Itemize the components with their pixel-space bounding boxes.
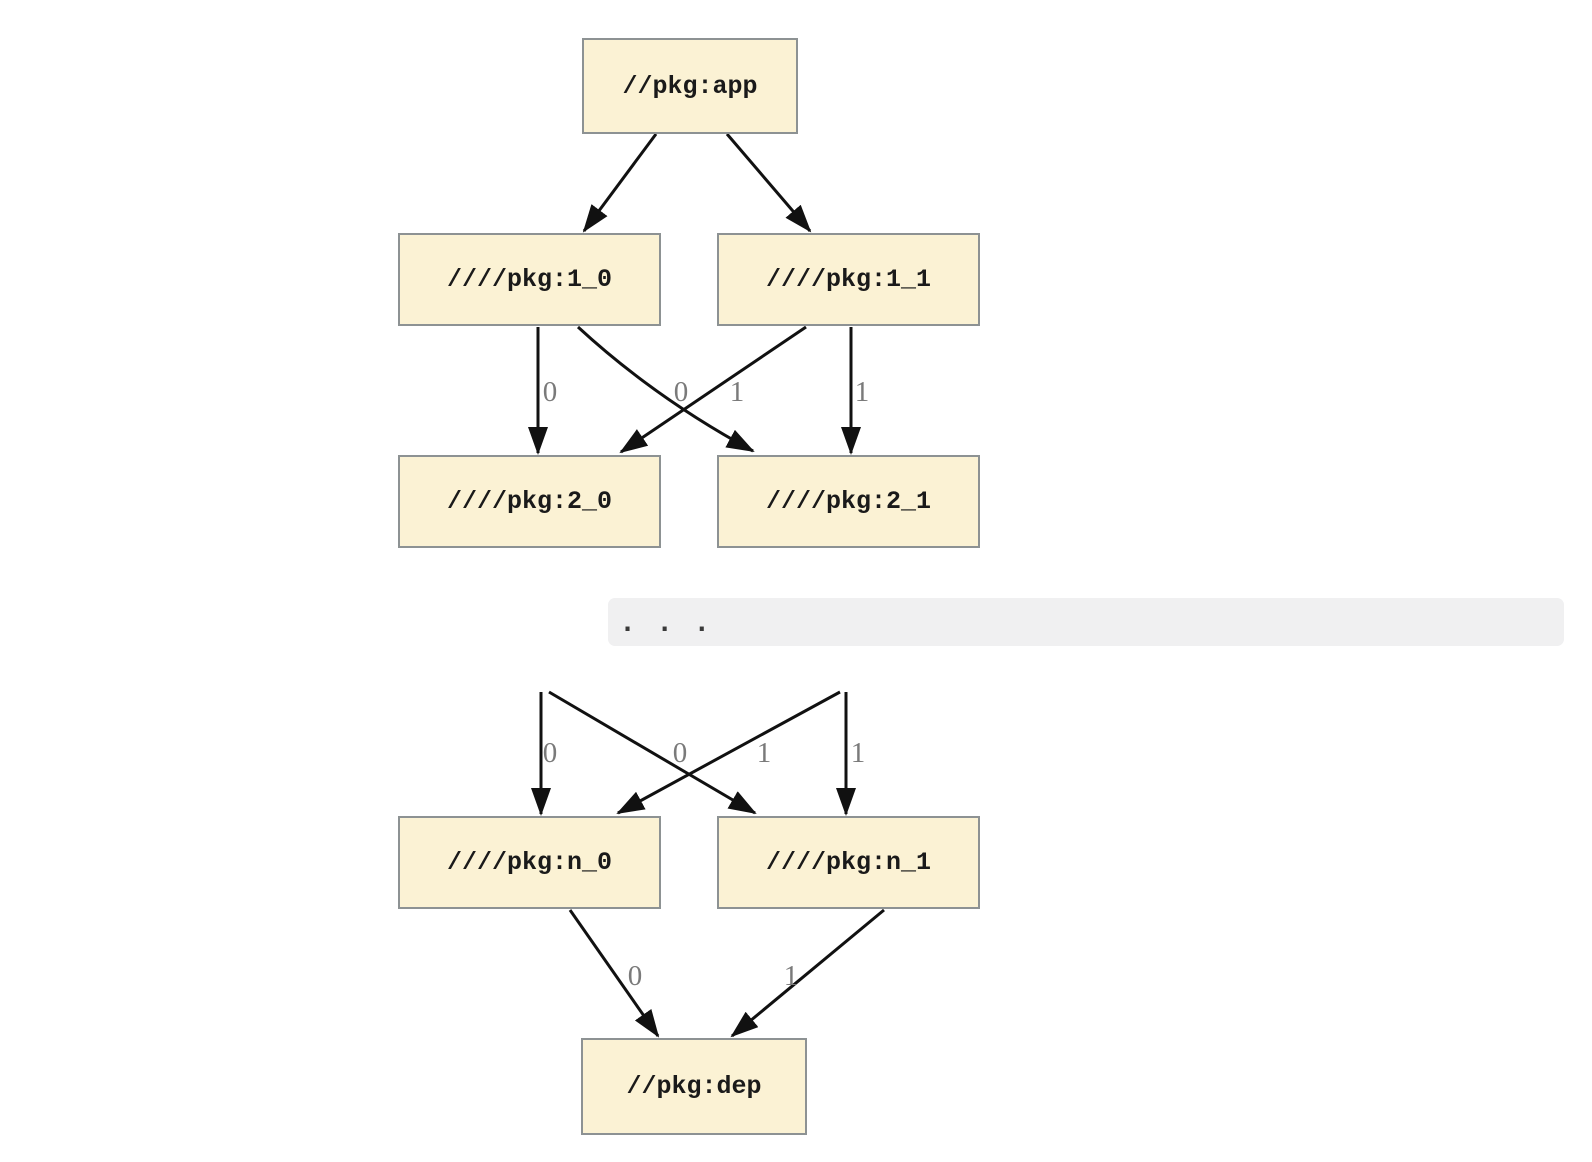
node-pkg-n_1: ////pkg:n_1 — [717, 816, 980, 909]
node-label: ////pkg:2_1 — [765, 487, 932, 516]
node-label: ////pkg:1_0 — [446, 265, 613, 294]
node-pkg-2_0: ////pkg:2_0 — [398, 455, 661, 548]
node-label: ////pkg:1_1 — [765, 265, 932, 294]
edge-label-1_0-2_0: 0 — [543, 376, 558, 408]
edge-label-1_0-2_1: 1 — [730, 376, 745, 408]
node-pkg-n_0: ////pkg:n_0 — [398, 816, 661, 909]
node-label: ////pkg:n_1 — [765, 848, 932, 877]
edge-label-elided-n_0-left: 0 — [543, 737, 558, 769]
node-pkg-dep: //pkg:dep — [581, 1038, 807, 1135]
edge-app-to-1_1 — [725, 133, 812, 233]
node-pkg-1_0: ////pkg:1_0 — [398, 233, 661, 326]
ellipsis-separator: . . . — [608, 598, 1564, 646]
node-label: ////pkg:n_0 — [446, 848, 613, 877]
node-label: //pkg:dep — [626, 1072, 762, 1101]
edge-1_0-to-2_1 — [576, 325, 755, 453]
node-pkg-2_1: ////pkg:2_1 — [717, 455, 980, 548]
edge-app-to-1_0 — [582, 133, 658, 233]
ellipsis-label: . . . — [620, 607, 713, 637]
node-label: ////pkg:2_0 — [446, 487, 613, 516]
edge-label-elided-n_1-cross: 1 — [757, 737, 772, 769]
node-pkg-1_1: ////pkg:1_1 — [717, 233, 980, 326]
edge-n_1-to-dep — [730, 908, 885, 1038]
edge-elided-to-n_0-cross — [616, 690, 841, 815]
edge-1_1-to-2_0 — [619, 325, 807, 454]
edge-label-n_1-dep: 1 — [784, 960, 799, 992]
edge-elided-to-n_1-cross — [548, 690, 757, 815]
edge-label-n_0-dep: 0 — [628, 960, 643, 992]
node-pkg-app: //pkg:app — [582, 38, 798, 134]
edge-label-1_1-2_1: 1 — [855, 376, 870, 408]
edge-label-1_1-2_0: 0 — [674, 376, 689, 408]
edge-n_0-to-dep — [568, 909, 660, 1038]
node-label: //pkg:app — [622, 71, 758, 101]
edge-label-elided-n_0-cross: 0 — [673, 737, 688, 769]
edge-label-elided-n_1-right: 1 — [851, 737, 866, 769]
